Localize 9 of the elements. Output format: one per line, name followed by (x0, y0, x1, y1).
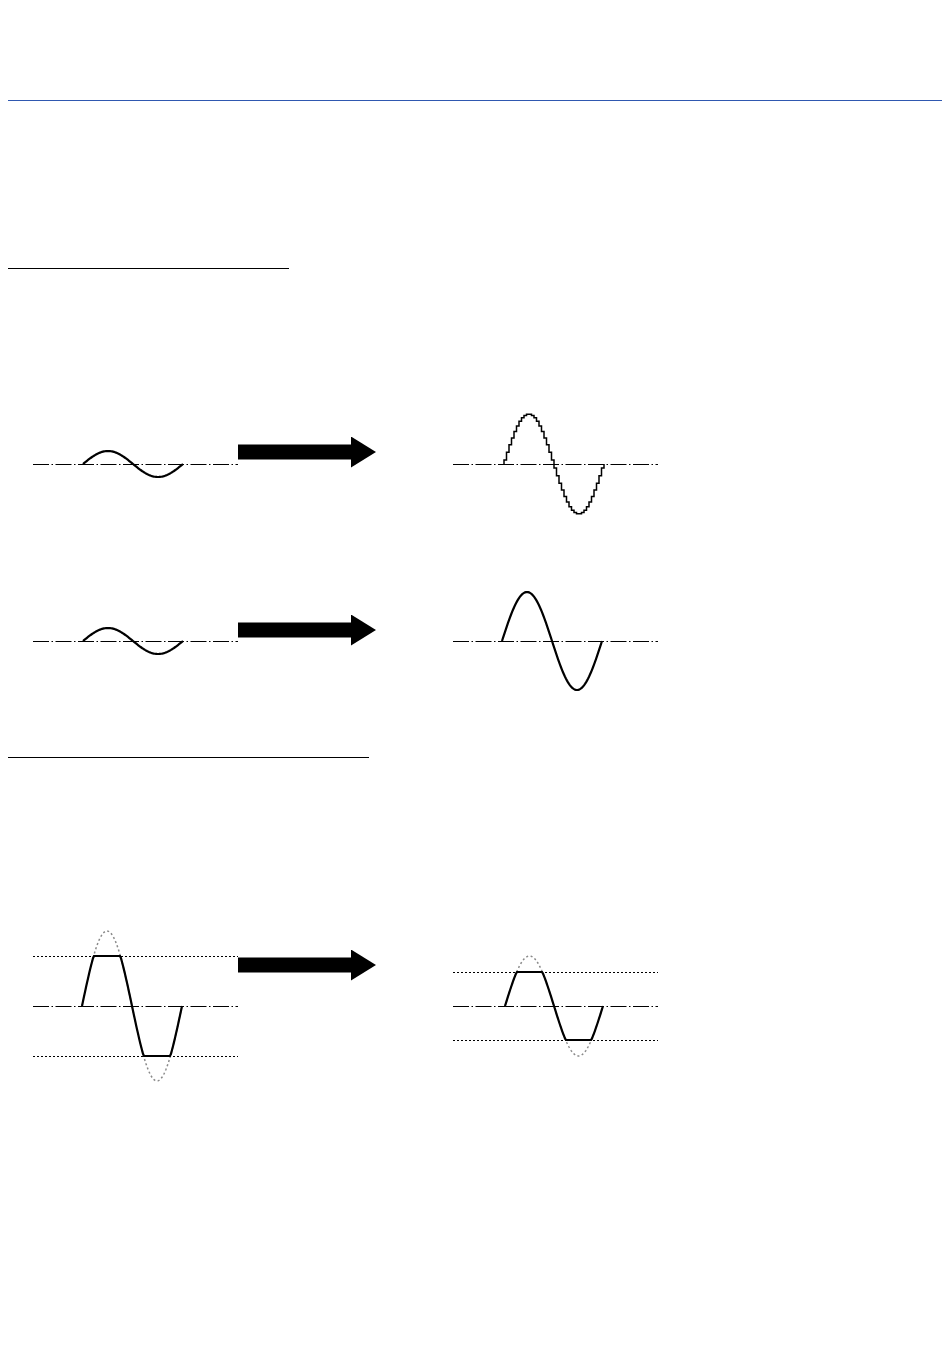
clipped-sine-wave-drawing (33, 929, 238, 1083)
small-sine-wave-drawing (33, 625, 238, 658)
block-arrow (238, 614, 376, 646)
large-sine-wave-drawing (453, 590, 658, 692)
block-arrow (238, 436, 376, 468)
clipped-sine-wave-drawing (453, 954, 658, 1058)
stepped-sine-wave-drawing (453, 412, 658, 517)
small-sine-wave-drawing (33, 448, 238, 481)
block-arrow (238, 949, 376, 981)
